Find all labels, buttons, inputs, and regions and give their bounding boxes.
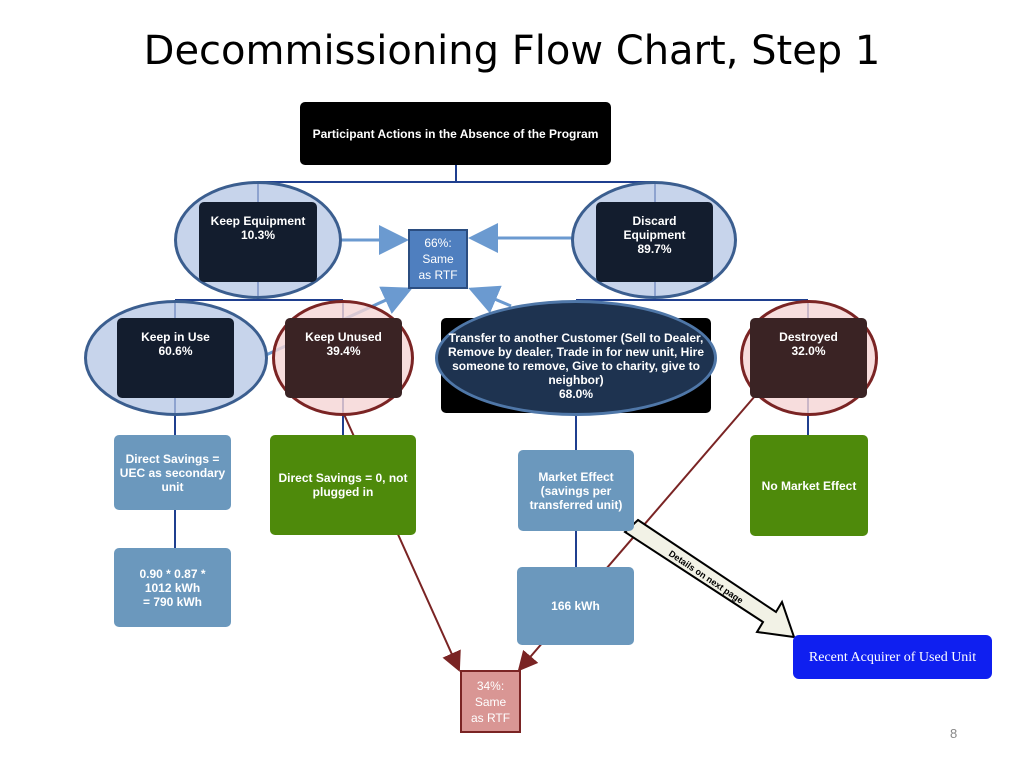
rtf34-pct: 34%: bbox=[476, 678, 505, 693]
details-arrow-shape bbox=[623, 518, 796, 639]
keep-equipment-label: Keep Equipment bbox=[210, 214, 306, 228]
market-effect-node: Market Effect (savings per transferred u… bbox=[518, 450, 634, 531]
no-market-effect-label: No Market Effect bbox=[761, 478, 857, 493]
transfer-highlight bbox=[435, 300, 717, 416]
discard-equipment-label: Discard Equipment bbox=[623, 214, 686, 242]
rtf66-box: 66%: Same as RTF bbox=[408, 229, 468, 289]
market-kwh-label: 166 kWh bbox=[551, 599, 600, 613]
calculation-node: 0.90 * 0.87 *1012 kWh= 790 kWh bbox=[114, 548, 231, 627]
rtf66-pct: 66%: bbox=[424, 236, 452, 250]
keep-unused-pct: 39.4% bbox=[326, 344, 361, 358]
keep-unused-label: Keep Unused bbox=[305, 330, 382, 344]
transfer-label: Transfer to another Customer (Sell to De… bbox=[447, 331, 705, 387]
destroyed-label: Destroyed bbox=[779, 330, 838, 344]
recent-acquirer-node: Recent Acquirer of Used Unit bbox=[793, 635, 992, 679]
direct-savings-zero-label: Direct Savings = 0, not plugged in bbox=[278, 471, 408, 499]
rtf34-line3: as RTF bbox=[470, 710, 511, 725]
rtf66-line3: as RTF bbox=[418, 268, 458, 282]
direct-savings-uec-label: Direct Savings = UEC as secondary unit bbox=[119, 451, 226, 494]
discard-equipment-pct: 89.7% bbox=[637, 242, 672, 256]
market-kwh-node: 166 kWh bbox=[517, 567, 634, 645]
market-effect-label: Market Effect (savings per transferred u… bbox=[529, 469, 623, 512]
page-number: 8 bbox=[950, 726, 958, 741]
transfer-pct: 68.0% bbox=[558, 387, 594, 401]
calc-line-1: 0.90 * 0.87 * bbox=[139, 566, 206, 581]
transfer-node: Transfer to another Customer (Sell to De… bbox=[445, 330, 707, 402]
keep-equipment-pct: 10.3% bbox=[240, 228, 276, 242]
direct-savings-uec-node: Direct Savings = UEC as secondary unit bbox=[114, 435, 231, 510]
root-node: Participant Actions in the Absence of th… bbox=[300, 102, 611, 165]
rtf34-line2: Same bbox=[474, 694, 507, 709]
rtf66-line2: Same bbox=[422, 252, 454, 266]
slide-title: Decommissioning Flow Chart, Step 1 bbox=[143, 28, 881, 74]
keep-in-use-label: Keep in Use bbox=[141, 330, 210, 344]
calc-line-3: = 790 kWh bbox=[142, 594, 203, 609]
calc-line-2: 1012 kWh bbox=[144, 580, 201, 595]
no-market-effect-node: No Market Effect bbox=[750, 435, 868, 536]
destroyed-pct: 32.0% bbox=[791, 344, 826, 358]
direct-savings-zero-node: Direct Savings = 0, not plugged in bbox=[270, 435, 416, 535]
keep-in-use-pct: 60.6% bbox=[158, 344, 193, 358]
